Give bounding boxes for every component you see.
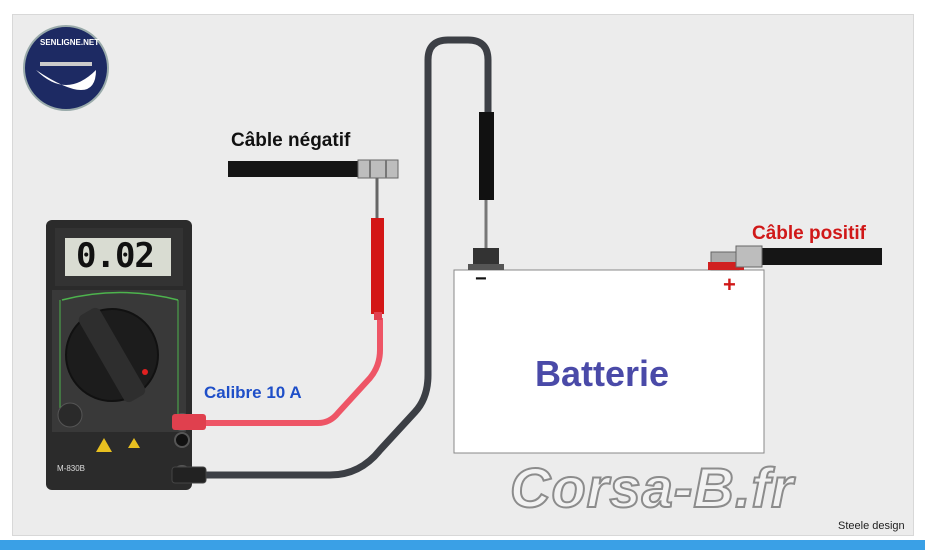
negative-cable-label: Câble négatif: [231, 130, 351, 151]
negative-terminal-sign: −: [475, 268, 487, 290]
black-plug: [171, 466, 207, 484]
logo-text: SENLIGNE.NET: [40, 38, 100, 47]
accent-bar: [0, 540, 925, 550]
positive-terminal-sign: +: [723, 272, 736, 297]
lcd-reading: 0.02: [76, 236, 155, 276]
multimeter: [46, 220, 207, 490]
positive-cable-clamp: [735, 245, 763, 268]
negative-cable: [228, 161, 363, 177]
red-plug: [172, 414, 206, 430]
watermark-text: Corsa-B.fr: [509, 455, 794, 520]
black-probe: [479, 112, 494, 200]
jack-vomma: [174, 432, 190, 448]
credit-text: Steele design: [838, 520, 905, 532]
negative-cable-clamp: [357, 159, 399, 179]
multimeter-model: M-830B: [57, 464, 86, 473]
battery-label: Batterie: [535, 353, 670, 394]
battery-body: [453, 269, 765, 454]
positive-cable-label: Câble positif: [752, 223, 867, 244]
black-lead-wire: [200, 36, 492, 479]
red-lead-wire: [205, 318, 383, 426]
caliber-label: Calibre 10 A: [204, 383, 302, 402]
positive-cable: [740, 248, 882, 265]
lcd-screen: [65, 238, 171, 276]
red-probe: [371, 218, 384, 314]
logo-badge: [23, 25, 109, 111]
